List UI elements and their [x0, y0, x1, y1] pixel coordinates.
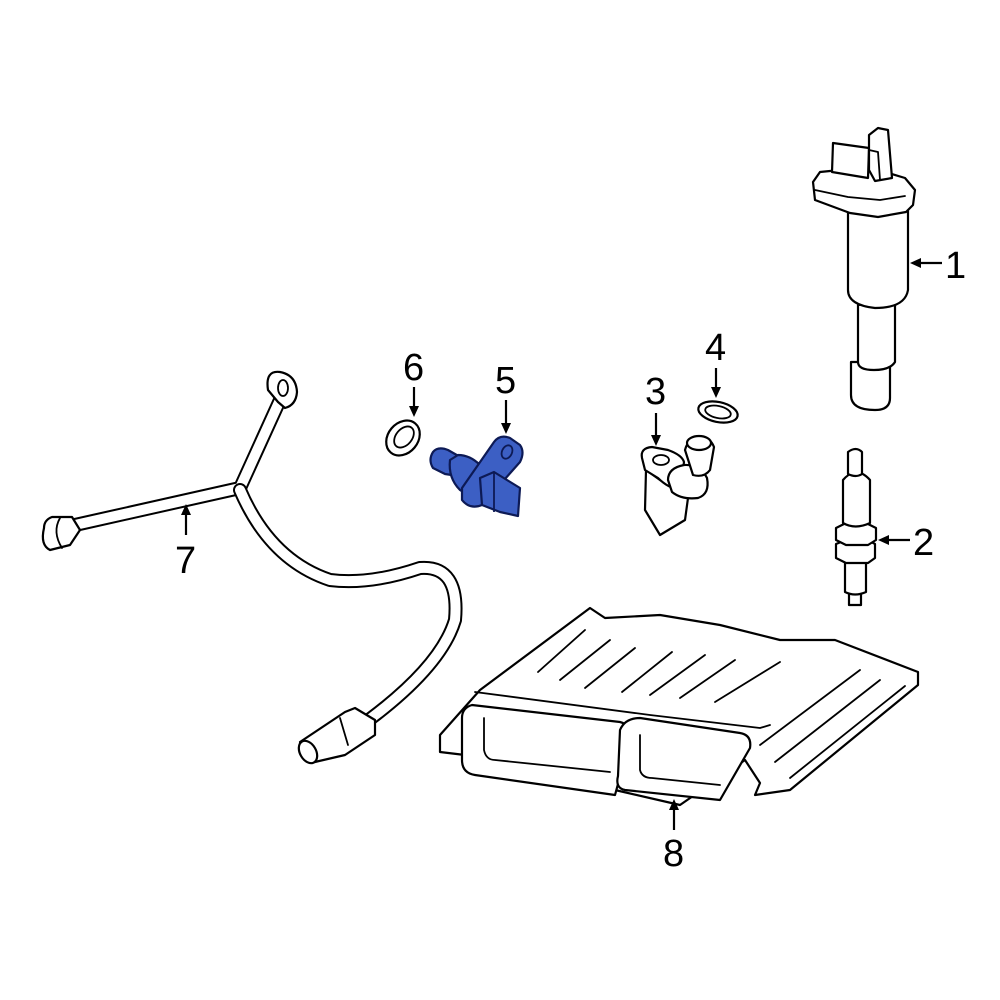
- callout-5[interactable]: 5: [495, 360, 516, 402]
- camshaft-position-sensor[interactable]: [429, 435, 524, 518]
- callout-6[interactable]: 6: [403, 347, 424, 389]
- o-ring-6[interactable]: [379, 414, 426, 462]
- ignition-coil[interactable]: [811, 126, 917, 412]
- sensor[interactable]: [640, 434, 716, 537]
- knock-sensor-harness[interactable]: [41, 370, 463, 767]
- callout-8[interactable]: 8: [663, 833, 684, 875]
- o-ring-4[interactable]: [696, 398, 739, 426]
- callout-leaders: [181, 258, 942, 830]
- callout-1[interactable]: 1: [945, 245, 966, 287]
- callout-7[interactable]: 7: [175, 540, 196, 582]
- callout-2[interactable]: 2: [913, 522, 934, 564]
- callout-3[interactable]: 3: [645, 371, 666, 413]
- spark-plug[interactable]: [834, 447, 878, 607]
- engine-control-module[interactable]: [438, 606, 920, 807]
- callout-4[interactable]: 4: [705, 327, 726, 369]
